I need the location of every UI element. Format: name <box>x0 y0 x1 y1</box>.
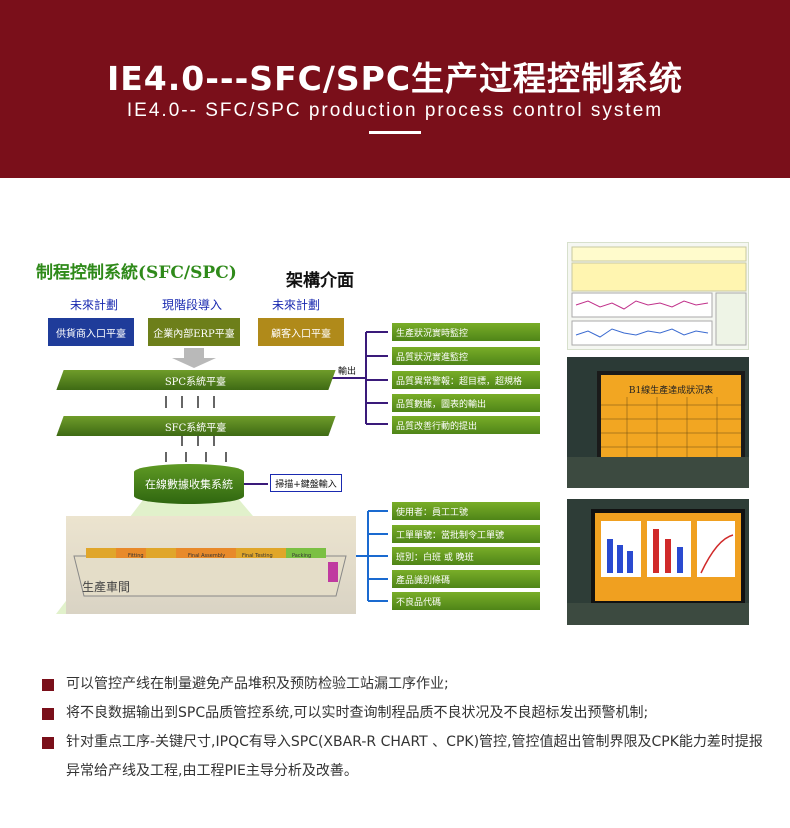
spc-platform-bar: SPC系統平臺 <box>56 370 336 390</box>
factory-floor-image: Fitting Final Assembly Final Testing Pac… <box>66 516 356 614</box>
feature-list: 可以管控产线在制量避免产品堆积及预防检验工站漏工序作业; 将不良数据输出到SPC… <box>40 670 770 786</box>
list-item-text: 将不良数据输出到SPC品质管控系统,可以实时查询制程品质不良状况及不良超标发出预… <box>66 705 649 721</box>
scan-input-box: 掃描+鍵盤輸入 <box>270 474 342 492</box>
header-banner: IE4.0---SFC/SPC生产过程控制系统 IE4.0-- SFC/SPC … <box>0 0 790 178</box>
page-title: IE4.0---SFC/SPC生产过程控制系统 <box>106 59 684 98</box>
bullet-square-icon <box>42 679 54 691</box>
input-item-defect-code: 不良品代碼 <box>392 592 540 610</box>
customer-portal-box: 顧客入口平臺 <box>258 318 344 346</box>
output-item-quality-monitor: 品質狀況實進監控 <box>392 347 540 365</box>
input-item-shift: 班別：白班 或 晚班 <box>392 547 540 565</box>
list-item-text: 针对重点工序-关键尺寸,IPQC有导入SPC(XBAR-R CHART 、CPK… <box>66 734 763 779</box>
list-item-text: 可以管控产线在制量避免产品堆积及预防检验工站漏工序作业; <box>66 676 449 692</box>
architecture-diagram: 制程控制系統(SFC/SPC) 架構介面 未來計劃 現階段導入 未來計劃 供貨商… <box>36 246 558 614</box>
list-item: 将不良数据输出到SPC品质管控系统,可以实时查询制程品质不良状况及不良超标发出预… <box>40 699 770 728</box>
bullet-square-icon <box>42 708 54 720</box>
category-label-current: 現階段導入 <box>162 298 223 312</box>
output-item-charts: 品質數據，圖表的輸出 <box>392 394 540 412</box>
spc-chart-screenshot <box>567 242 749 350</box>
page-subtitle: IE4.0-- SFC/SPC production process contr… <box>126 100 664 121</box>
sfc-platform-bar: SFC系統平臺 <box>56 416 336 436</box>
title-underline <box>369 131 421 134</box>
screen-title: B1線生產達成狀況表 <box>629 384 713 396</box>
output-item-realtime: 生產狀況實時監控 <box>392 323 540 341</box>
sfc-platform-label: SFC系統平臺 <box>165 422 227 434</box>
line-label-final-assembly: Final Assembly <box>188 553 225 559</box>
input-item-workorder: 工單單號：當批制令工單號 <box>392 525 540 543</box>
input-item-barcode: 產品識別條碼 <box>392 570 540 588</box>
output-label: 輸出 <box>338 367 357 377</box>
up-arrows-icon <box>165 396 227 462</box>
production-screen-thumbnail-2 <box>567 499 749 625</box>
category-label-future-1: 未來計劃 <box>70 298 119 312</box>
category-label-future-2: 未來計劃 <box>272 298 321 312</box>
line-label-fitting: Fitting <box>128 553 144 559</box>
list-item: 可以管控产线在制量避免产品堆积及预防检验工站漏工序作业; <box>40 670 770 699</box>
production-screen-photo-1: B1線生產達成狀況表 <box>567 357 749 488</box>
line-label-final-testing: Final Testing <box>242 553 273 559</box>
output-item-improvement: 品質改善行動的提出 <box>392 416 540 434</box>
list-item: 针对重点工序-关键尺寸,IPQC有导入SPC(XBAR-R CHART 、CPK… <box>40 728 770 786</box>
down-arrow-icon <box>172 348 216 368</box>
diagram-subtitle: 架構介面 <box>286 271 354 291</box>
diagram-title: 制程控制系統(SFC/SPC) <box>36 263 237 283</box>
bullet-square-icon <box>42 737 54 749</box>
assembly-line-icon: Fitting Final Assembly Final Testing Pac… <box>73 548 347 597</box>
input-item-user: 使用者：員工工號 <box>392 502 540 520</box>
output-item-alarm: 品質異常警報：超目標，超規格 <box>392 371 540 389</box>
factory-label: 生產車間 <box>82 580 131 594</box>
line-label-packing: Packing <box>292 553 311 559</box>
production-screen-thumbnail-1: B1線生產達成狀況表 <box>567 357 749 488</box>
erp-platform-box: 企業內部ERP平臺 <box>148 318 240 346</box>
data-collection-cylinder: 在線數據收集系統 <box>134 464 244 504</box>
spc-platform-label: SPC系統平臺 <box>165 376 227 388</box>
spc-chart-thumbnail <box>571 246 747 346</box>
supplier-portal-box: 供貨商入口平臺 <box>48 318 134 346</box>
output-arrows <box>244 331 388 485</box>
production-screen-photo-2 <box>567 499 749 625</box>
